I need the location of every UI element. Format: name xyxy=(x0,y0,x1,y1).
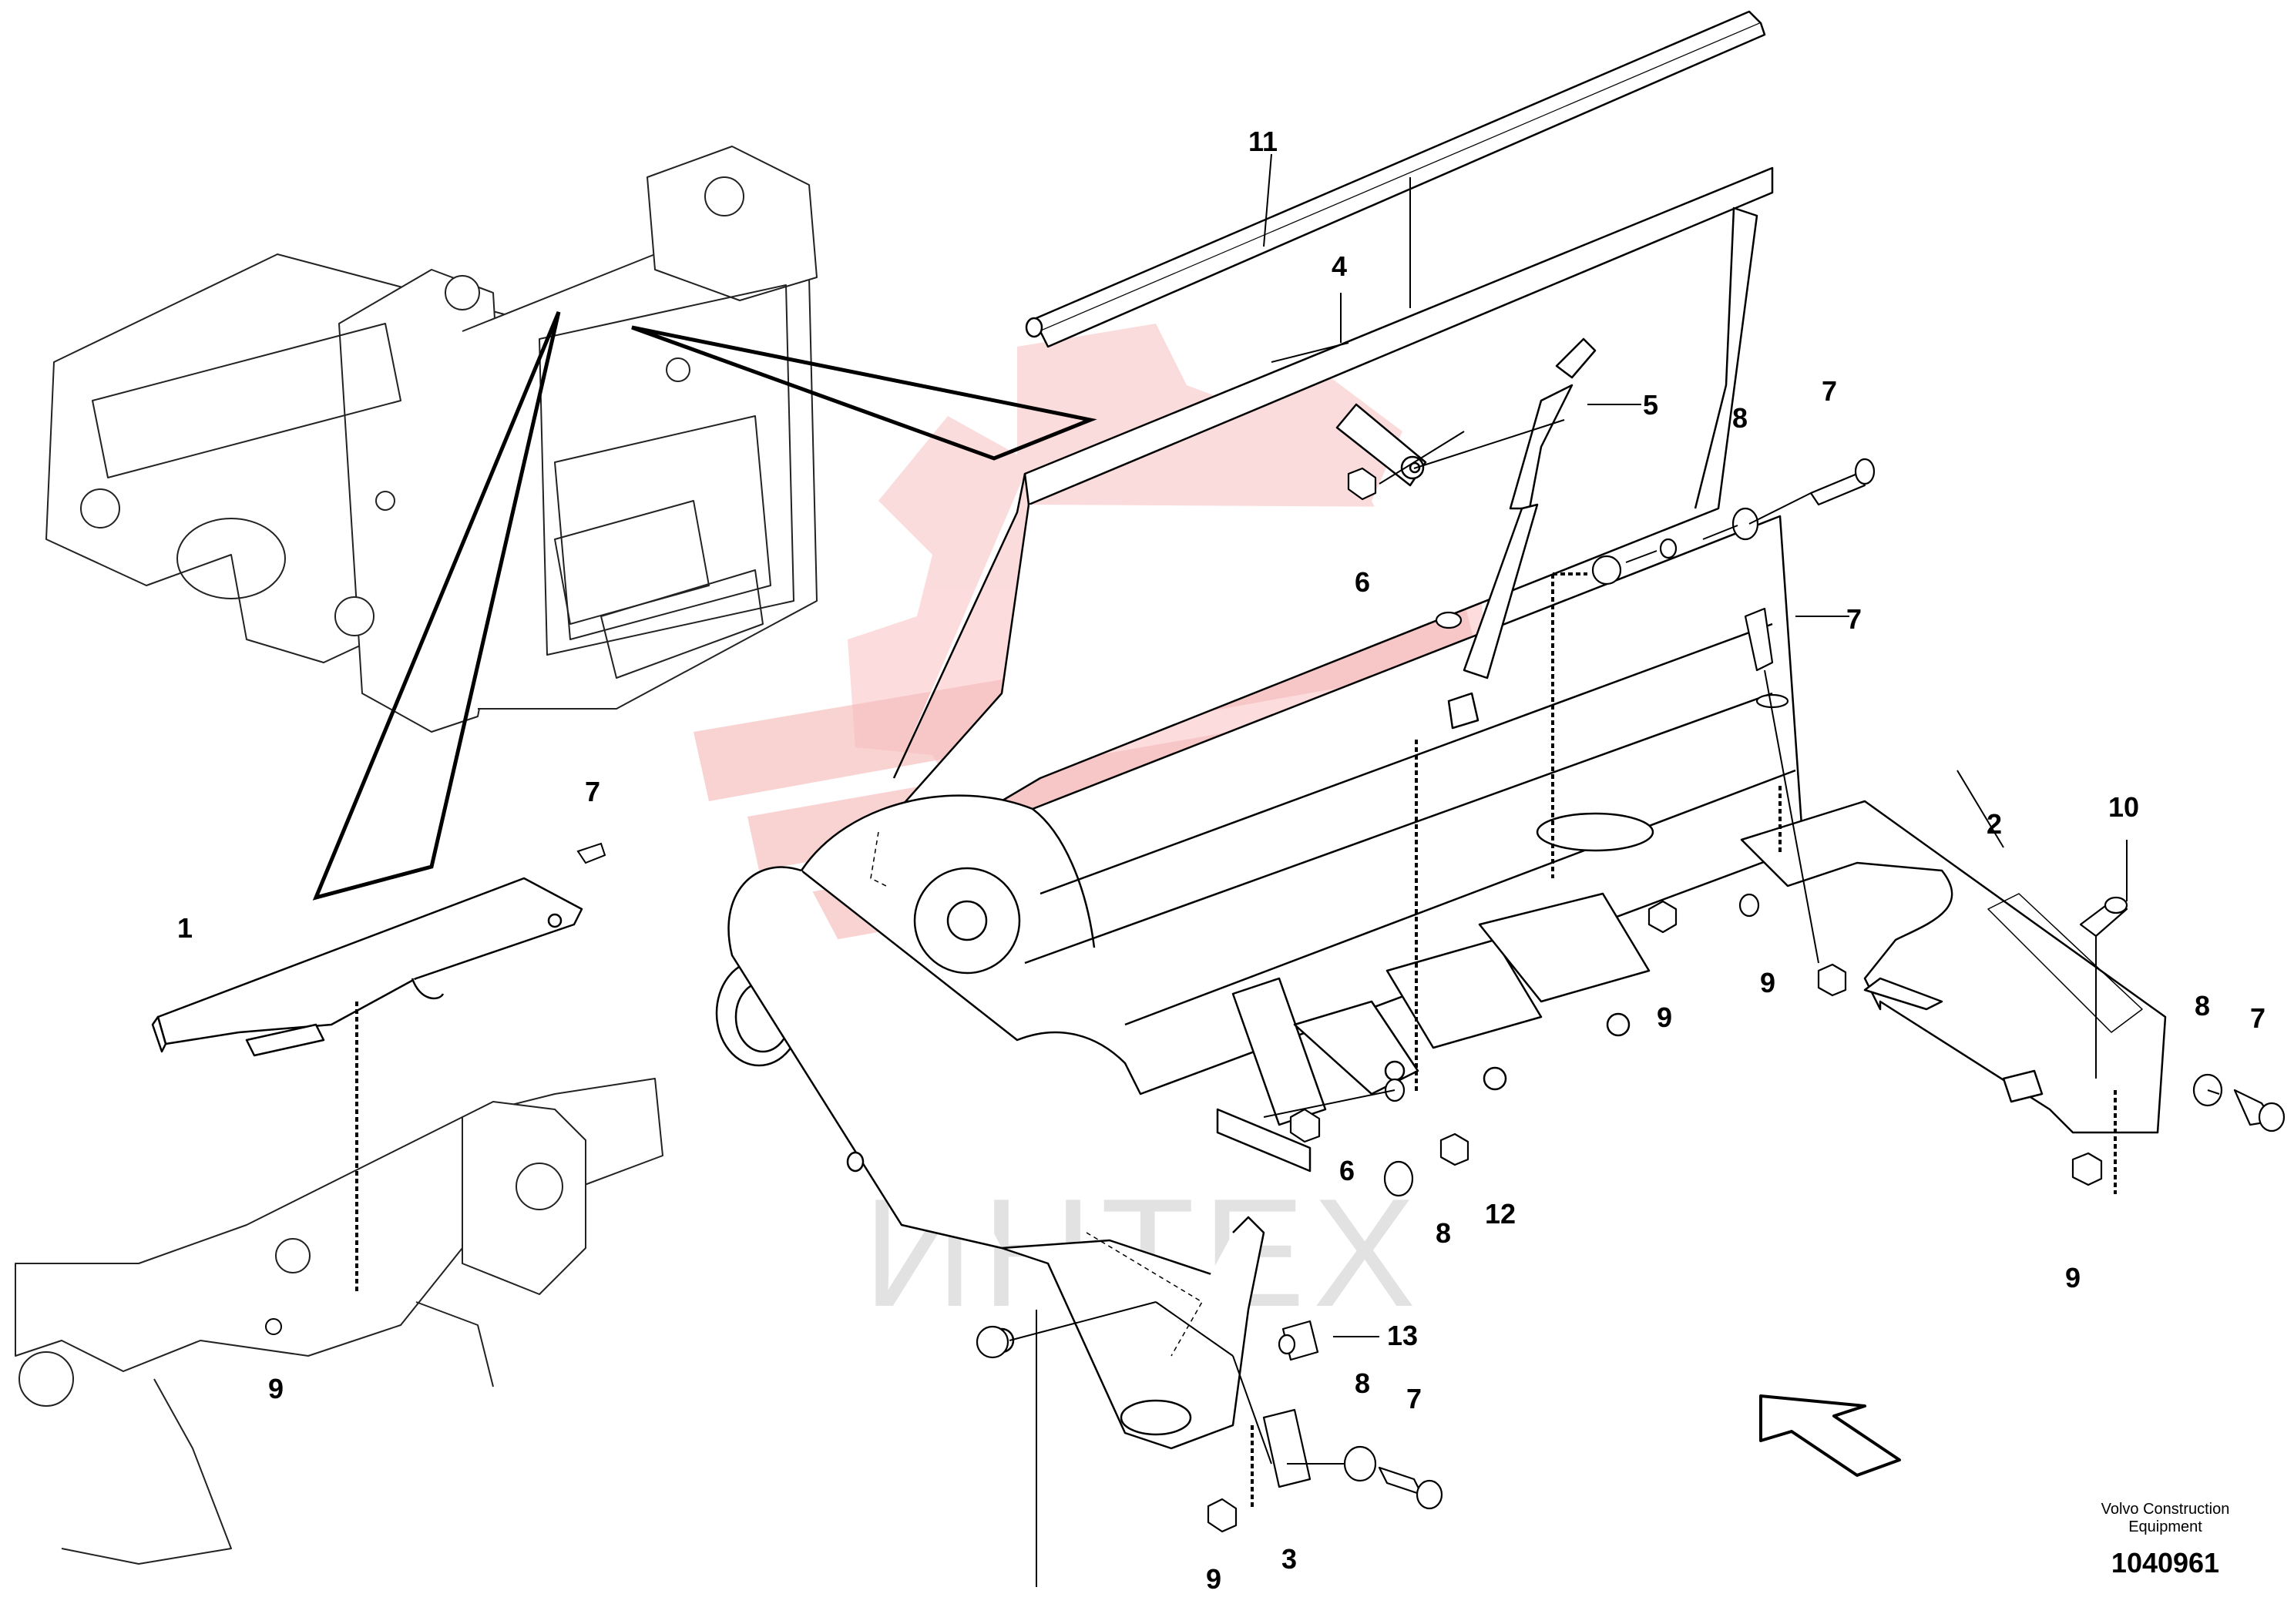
nut-12 xyxy=(1439,1132,1469,1166)
callout-10: 10 xyxy=(2108,791,2140,823)
callout-7-bottom: 7 xyxy=(1406,1383,1422,1414)
bolt-7-bottom xyxy=(1378,1466,1423,1496)
nut-6-top xyxy=(1347,467,1377,501)
bracket-part-1 xyxy=(151,877,583,1057)
callout-6-top: 6 xyxy=(1355,566,1371,598)
callout-7-top: 7 xyxy=(1822,375,1838,407)
bracket-part-2 xyxy=(1740,800,2167,1134)
washer-8-mid xyxy=(1383,1160,1414,1197)
washer-lower-frame xyxy=(1435,611,1463,629)
leader-lines xyxy=(1009,153,2220,1587)
callout-7-mid: 7 xyxy=(1846,603,1862,635)
callout-12: 12 xyxy=(1485,1198,1516,1230)
callout-8-right: 8 xyxy=(2195,990,2211,1022)
callout-9-bottom: 9 xyxy=(1206,1563,1222,1595)
callout-11: 11 xyxy=(1248,126,1278,157)
callout-4: 4 xyxy=(1332,250,1348,282)
drawing-number: 1040961 xyxy=(2111,1547,2220,1579)
nut-9-right xyxy=(1817,963,1847,997)
plate-bracket-6 xyxy=(1335,403,1427,487)
callout-2: 2 xyxy=(1987,808,2003,840)
rail-part-11 xyxy=(1025,10,1766,348)
lower-frame-assembly xyxy=(15,1078,663,1565)
bolt-7-left xyxy=(576,842,606,864)
nut-6-bottom xyxy=(1289,1108,1321,1143)
fasteners xyxy=(976,458,2286,1533)
callout-8-top: 8 xyxy=(1732,402,1748,434)
callout-8-bottom: 8 xyxy=(1355,1367,1371,1399)
direction-arrow xyxy=(1759,1394,1901,1477)
callout-7-left: 7 xyxy=(585,776,601,807)
machine-frame-overview xyxy=(45,146,818,733)
bolt-7-top xyxy=(1809,472,1866,506)
dashed-alignment-lines xyxy=(1251,572,2117,1510)
callout-9-lower-left: 9 xyxy=(268,1373,284,1404)
bolt-lower-frame xyxy=(265,1318,282,1335)
callout-wedges xyxy=(312,311,1097,901)
callout-9-center: 9 xyxy=(1657,1002,1673,1033)
callout-6-bottom: 6 xyxy=(1339,1155,1355,1186)
callout-5: 5 xyxy=(1643,389,1659,421)
callout-1: 1 xyxy=(177,912,193,944)
callout-3: 3 xyxy=(1281,1543,1298,1575)
washer-8-top xyxy=(1731,507,1759,541)
callout-9-right: 9 xyxy=(1760,967,1776,998)
bolt-7-mid xyxy=(1744,607,1774,672)
nut-9-center xyxy=(1647,900,1678,934)
gas-spring-part-5 xyxy=(1447,337,1597,730)
main-shroud xyxy=(715,166,1805,1450)
nut-9-bottom xyxy=(1207,1498,1238,1533)
callout-7-right: 7 xyxy=(2250,1002,2266,1034)
nut-9-far-right xyxy=(2071,1152,2103,1186)
callout-8-mid: 8 xyxy=(1436,1217,1452,1249)
clip-part-3 xyxy=(1262,1408,1312,1488)
washer-left xyxy=(976,1325,1009,1359)
callout-9-far-right: 9 xyxy=(2065,1262,2081,1293)
washer-8-bottom xyxy=(1343,1445,1377,1482)
thin-dashed-lines xyxy=(870,831,1204,1357)
brand-credit: Volvo Construction Equipment xyxy=(2101,1501,2230,1535)
callout-13: 13 xyxy=(1387,1320,1419,1351)
